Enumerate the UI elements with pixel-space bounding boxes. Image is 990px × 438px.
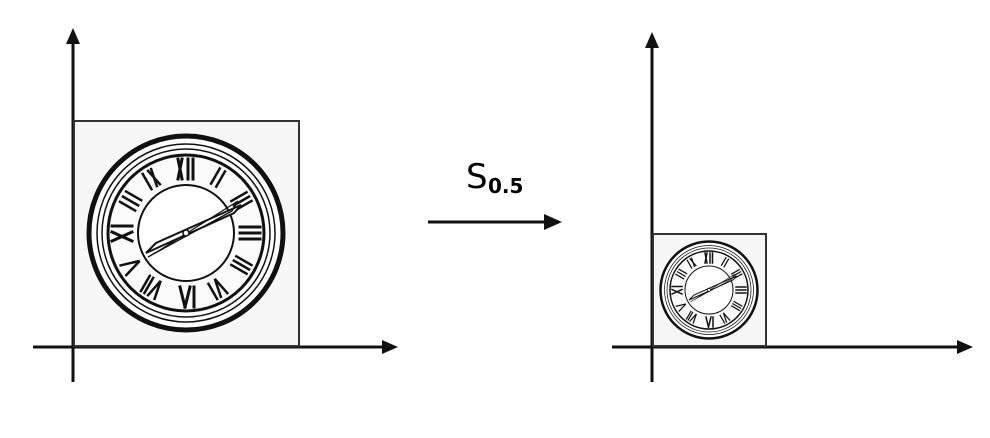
transform-factor: 0.5 bbox=[488, 174, 523, 198]
clock-icon bbox=[659, 240, 759, 340]
transform-symbol: S bbox=[466, 157, 488, 197]
right-y-arrowhead bbox=[645, 32, 659, 48]
left-y-arrowhead bbox=[66, 28, 80, 44]
original-image bbox=[73, 120, 300, 347]
clock-icon bbox=[89, 136, 283, 330]
right-x-arrowhead bbox=[957, 340, 973, 354]
arrow-right-icon bbox=[428, 214, 562, 230]
transform-label: S 0.5 bbox=[466, 157, 523, 198]
scaled-image bbox=[652, 233, 767, 347]
left-x-arrowhead bbox=[382, 340, 398, 354]
